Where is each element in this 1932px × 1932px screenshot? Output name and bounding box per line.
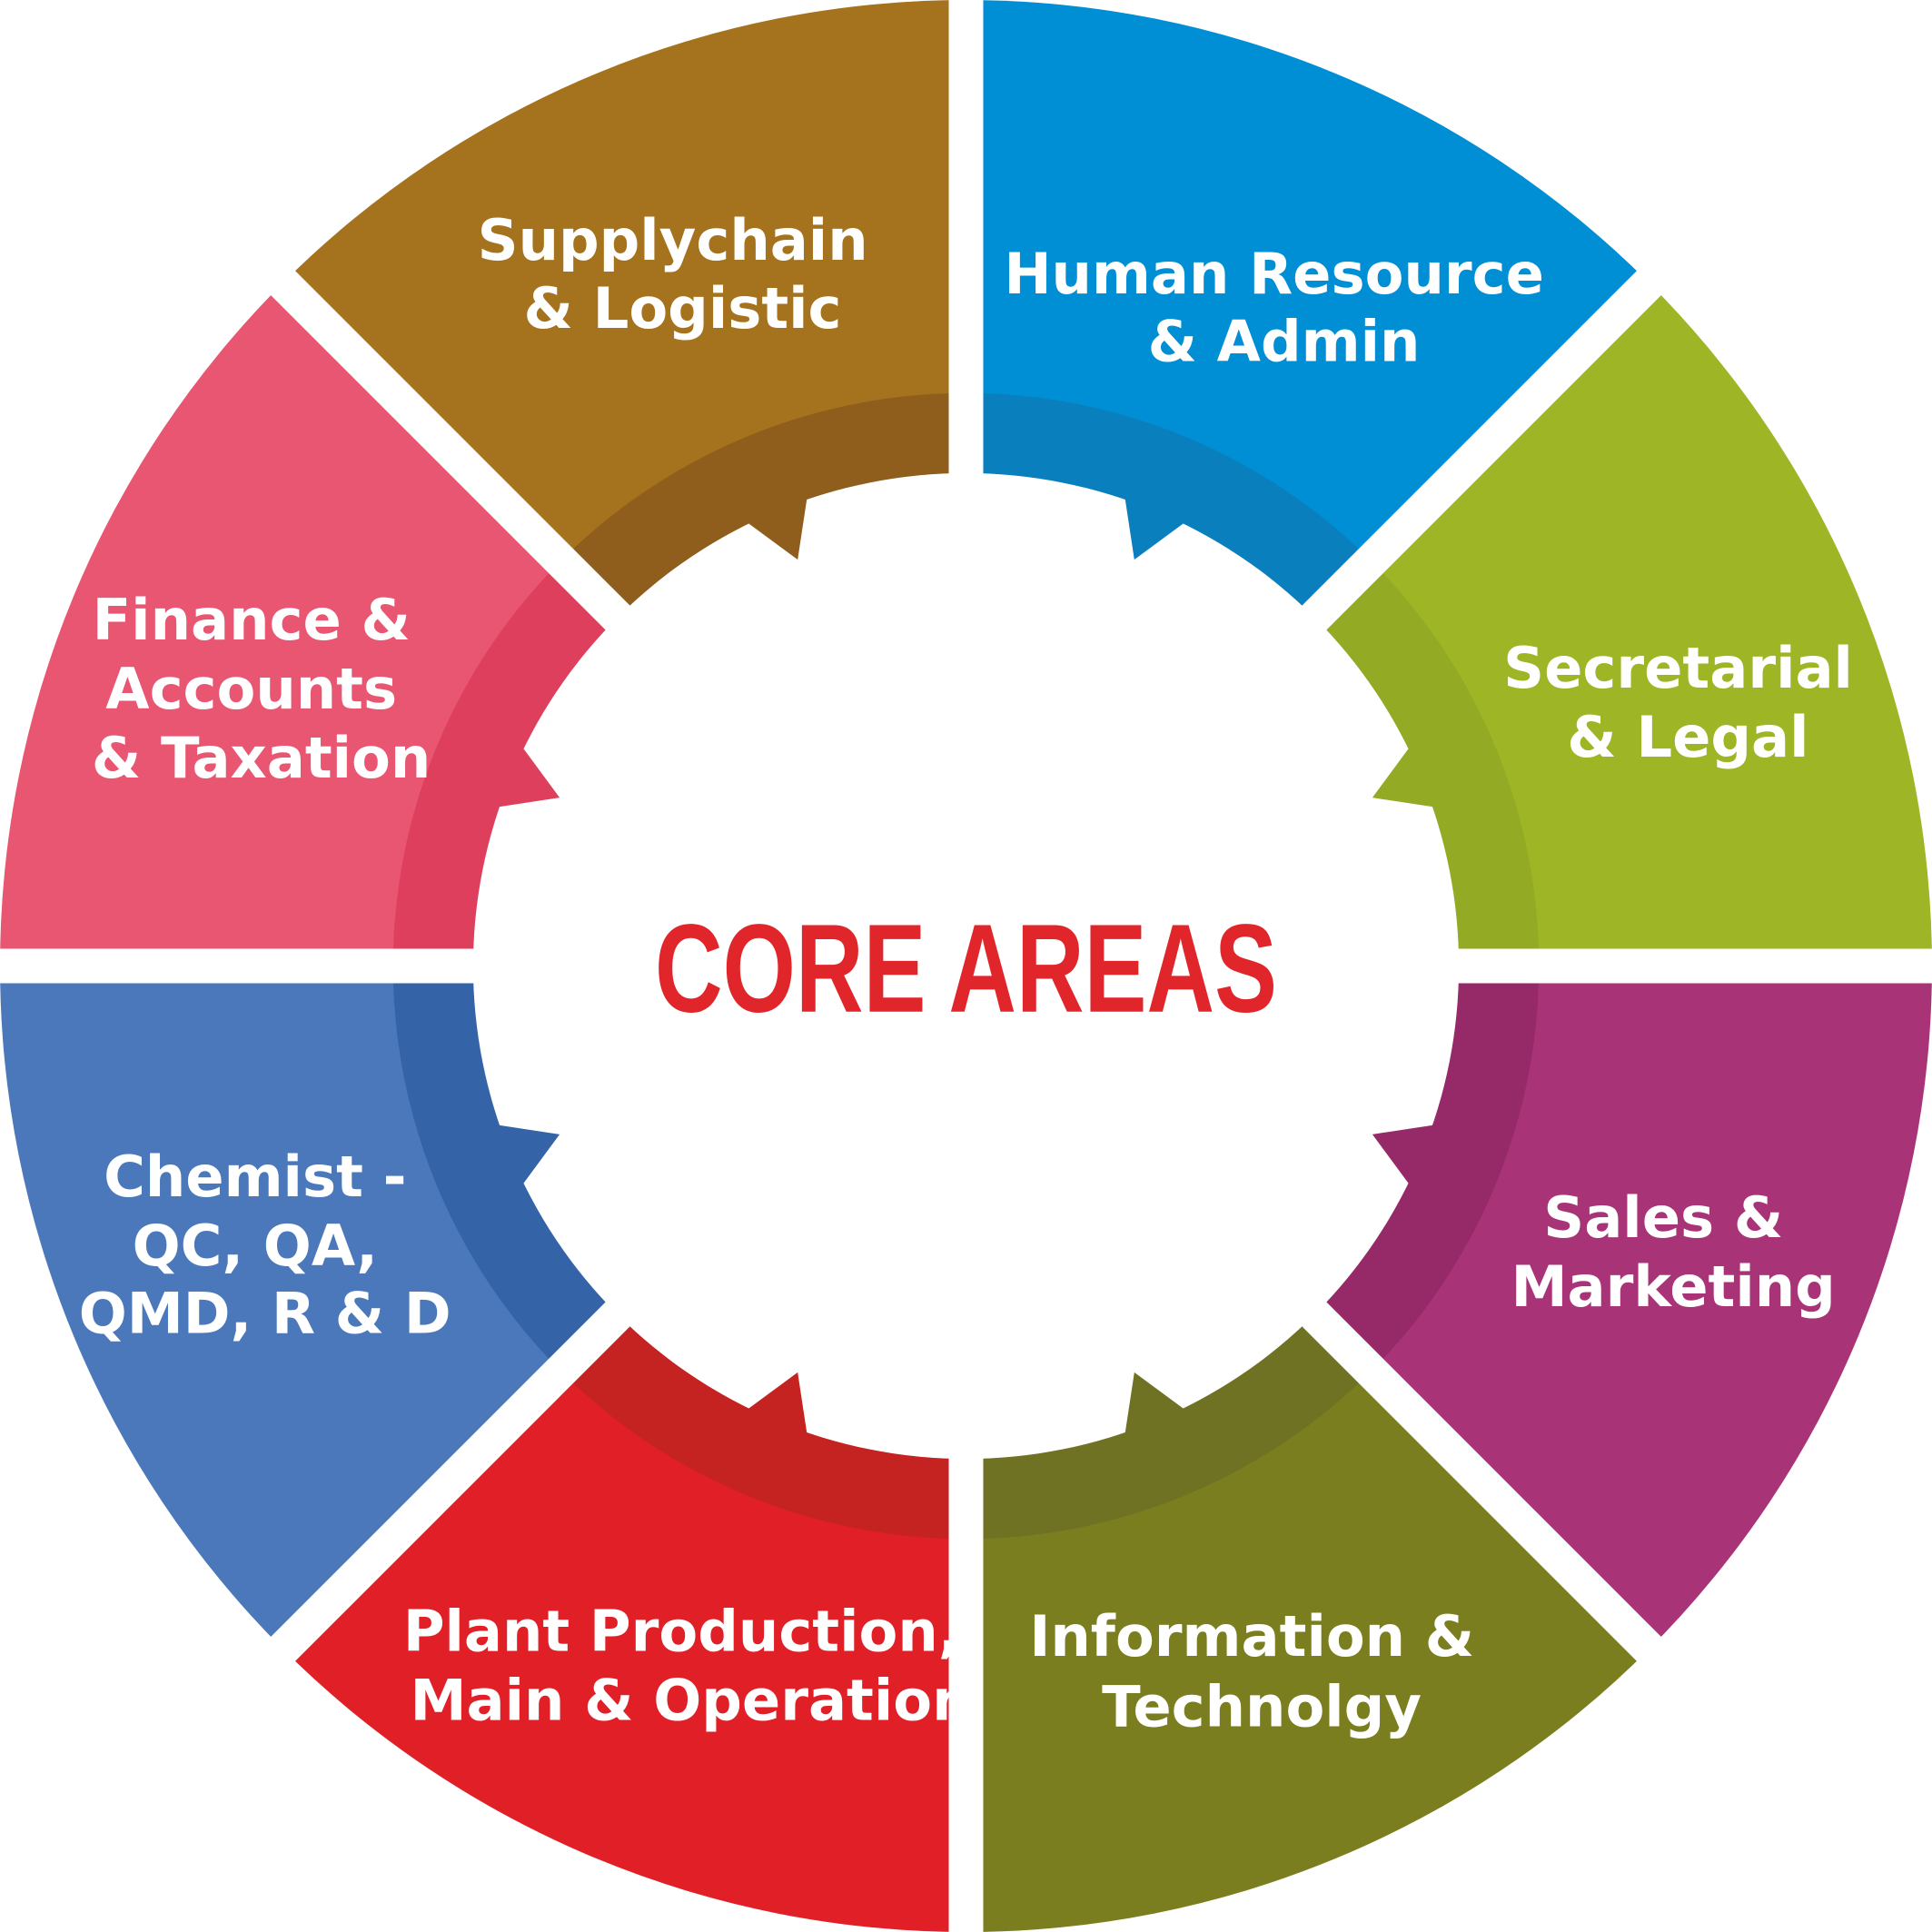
- label-sales: Sales & Marketing: [1511, 1184, 1835, 1320]
- arrow-tooth-plant: [746, 1372, 807, 1436]
- label-secretarial: Secretarial & Legal: [1503, 635, 1873, 770]
- arrow-tooth-chemist: [496, 1125, 560, 1186]
- label-it: Information & Technolgy: [1029, 1603, 1494, 1739]
- label-layer: Human Resource & Admin Secretarial & Leg…: [79, 207, 1873, 1739]
- arrow-tooth-supplychain: [746, 496, 807, 560]
- arrow-tooth-secretarial: [1372, 746, 1436, 807]
- arrow-tooth-human-resource: [1125, 496, 1186, 560]
- label-supplychain: Supplychain & Logistic: [478, 207, 888, 342]
- label-chemist: Chemist - QC, QA, QMD, R & D: [79, 1144, 451, 1347]
- segment-gap: [253, 253, 1679, 1679]
- arrow-tooth-sales: [1372, 1125, 1436, 1186]
- core-areas-title: CORE AREAS: [655, 899, 1277, 1039]
- label-finance: Finance & Accounts & Taxation: [92, 587, 431, 791]
- label-plant: Plant Production, Main & Operation: [403, 1599, 979, 1734]
- arrow-tooth-finance: [496, 746, 560, 807]
- arrow-tooth-it: [1125, 1372, 1186, 1436]
- label-human-resource: Human Resource & Admin: [1004, 241, 1563, 375]
